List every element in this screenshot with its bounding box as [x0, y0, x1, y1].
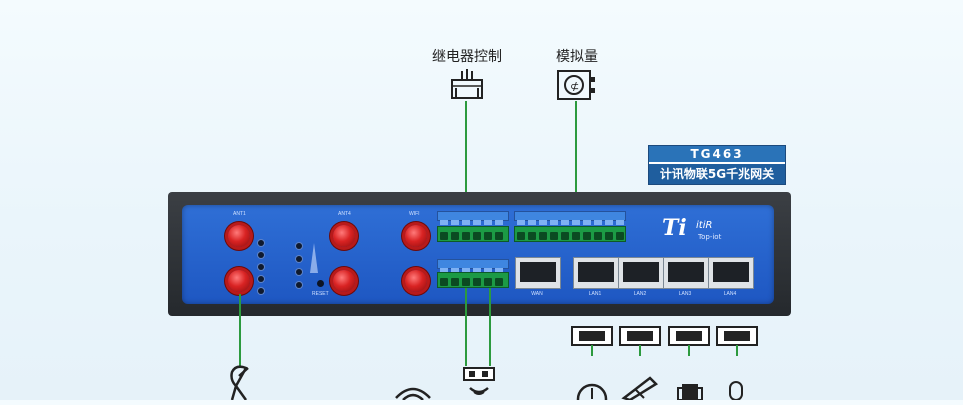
cctv-icon [616, 372, 660, 405]
relay-terminal-block [437, 226, 509, 242]
svg-text:⊄: ⊄ [570, 80, 579, 93]
reset-button[interactable] [317, 280, 324, 287]
camera-icon [574, 382, 610, 405]
antenna-connector-line [239, 294, 241, 368]
antenna-label-1: ANT1 [233, 211, 246, 217]
product-model: TG463 [649, 146, 785, 162]
ethernet-port-icon-2 [619, 326, 661, 361]
product-tag: TG463 计讯物联5G千兆网关 [648, 145, 786, 185]
sensor-probe-icon [724, 380, 748, 405]
led-column-left [258, 240, 266, 295]
antenna-connector-4 [333, 270, 355, 292]
analog-terminal-block [514, 226, 626, 242]
product-name: 计讯物联5G千兆网关 [649, 162, 785, 184]
wifi-icon [393, 378, 433, 405]
terminal-header-1 [437, 211, 509, 225]
signal-icon [310, 243, 318, 278]
lan2-port-label: LAN2 [633, 291, 647, 297]
io-terminal-block [437, 272, 509, 288]
wifi-antenna-connector-2 [405, 270, 427, 292]
lan3-port [663, 257, 709, 289]
relay-icon [450, 68, 484, 105]
lan2-port [618, 257, 664, 289]
brand-word: itiR [696, 220, 713, 231]
relay-connector-line [465, 101, 467, 193]
satellite-dish-icon [226, 362, 260, 405]
wan-port [515, 257, 561, 289]
ethernet-port-icon-1 [571, 326, 613, 361]
wan-port-label: WAN [531, 291, 543, 297]
terminal-header-2 [514, 211, 626, 225]
io-connector-line-2 [489, 288, 491, 366]
lan1-port-label: LAN1 [588, 291, 602, 297]
reset-label: RESET [312, 291, 329, 297]
analog-label: 模拟量 [556, 49, 598, 65]
antenna-connector-1 [228, 225, 250, 247]
antenna-connector-3 [333, 225, 355, 247]
wifi-antenna-label: WIFI [409, 211, 420, 217]
led-column-right [296, 243, 304, 293]
wifi-antenna-connector-1 [405, 225, 427, 247]
brand-mark: Ti [662, 215, 687, 241]
brand-subtitle: Top-iot [698, 233, 722, 241]
io-connector-line-1 [465, 288, 467, 366]
sensor-icon [462, 366, 498, 405]
relay-control-label: 继电器控制 [432, 49, 502, 65]
lan4-port-label: LAN4 [723, 291, 737, 297]
lan4-port [708, 257, 754, 289]
antenna-label-2: ANT4 [338, 211, 351, 217]
analog-connector-line [575, 101, 577, 193]
antenna-connector-2 [228, 270, 250, 292]
ethernet-port-icon-3 [668, 326, 710, 361]
pc-icon [676, 380, 706, 405]
lan3-port-label: LAN3 [678, 291, 692, 297]
lan1-port [573, 257, 619, 289]
analog-meter-icon: ⊄ [556, 68, 598, 107]
terminal-header-3 [437, 259, 509, 273]
ethernet-port-icon-4 [716, 326, 758, 361]
